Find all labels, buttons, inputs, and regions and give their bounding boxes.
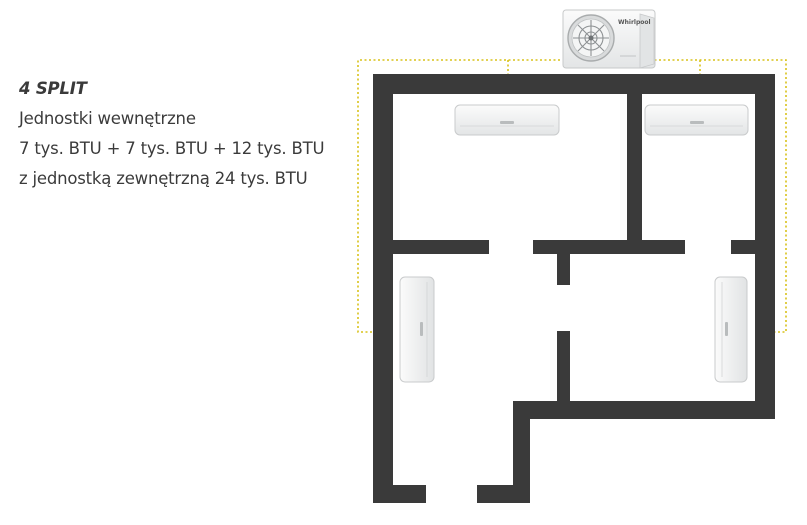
wall-top [373,74,775,94]
outdoor-unit-brand: Whirlpool [618,19,651,26]
indoor-units-heading: Jednostki wewnętrzne [19,109,196,128]
wall-horizontal-middle [533,240,685,254]
description-block: 4 SPLIT Jednostki wewnętrzne 7 tys. BTU … [19,74,325,194]
wall-bottom-left [373,485,426,503]
wall-center-stub-lower [557,331,570,419]
outdoor-ac-unit-icon: Whirlpool [562,9,656,69]
wall-bottom-middle [477,485,530,503]
wall-horizontal-left [373,240,489,254]
pipe-right-route [650,59,787,333]
refrigerant-pipes [357,59,787,333]
indoor-units-capacities: 7 tys. BTU + 7 tys. BTU + 12 tys. BTU [19,139,325,158]
outdoor-unit-capacity: z jednostką zewnętrzną 24 tys. BTU [19,169,308,188]
system-title: 4 SPLIT [19,79,87,98]
wall-mounted-ac-unit-icon [399,276,435,383]
wall-lower-right-vertical [513,401,530,503]
walls [373,74,775,503]
wall-mounted-ac-unit-icon [454,104,560,136]
wall-partition-top-vertical [627,74,642,254]
wall-center-stub-upper [557,240,570,285]
wall-horizontal-right [731,240,775,254]
wall-left [373,74,393,503]
pipe-left-route [357,59,560,333]
wall-mounted-ac-unit-icon [714,276,748,383]
wall-bottom-right [513,401,775,419]
wall-mounted-ac-unit-icon [644,104,749,136]
